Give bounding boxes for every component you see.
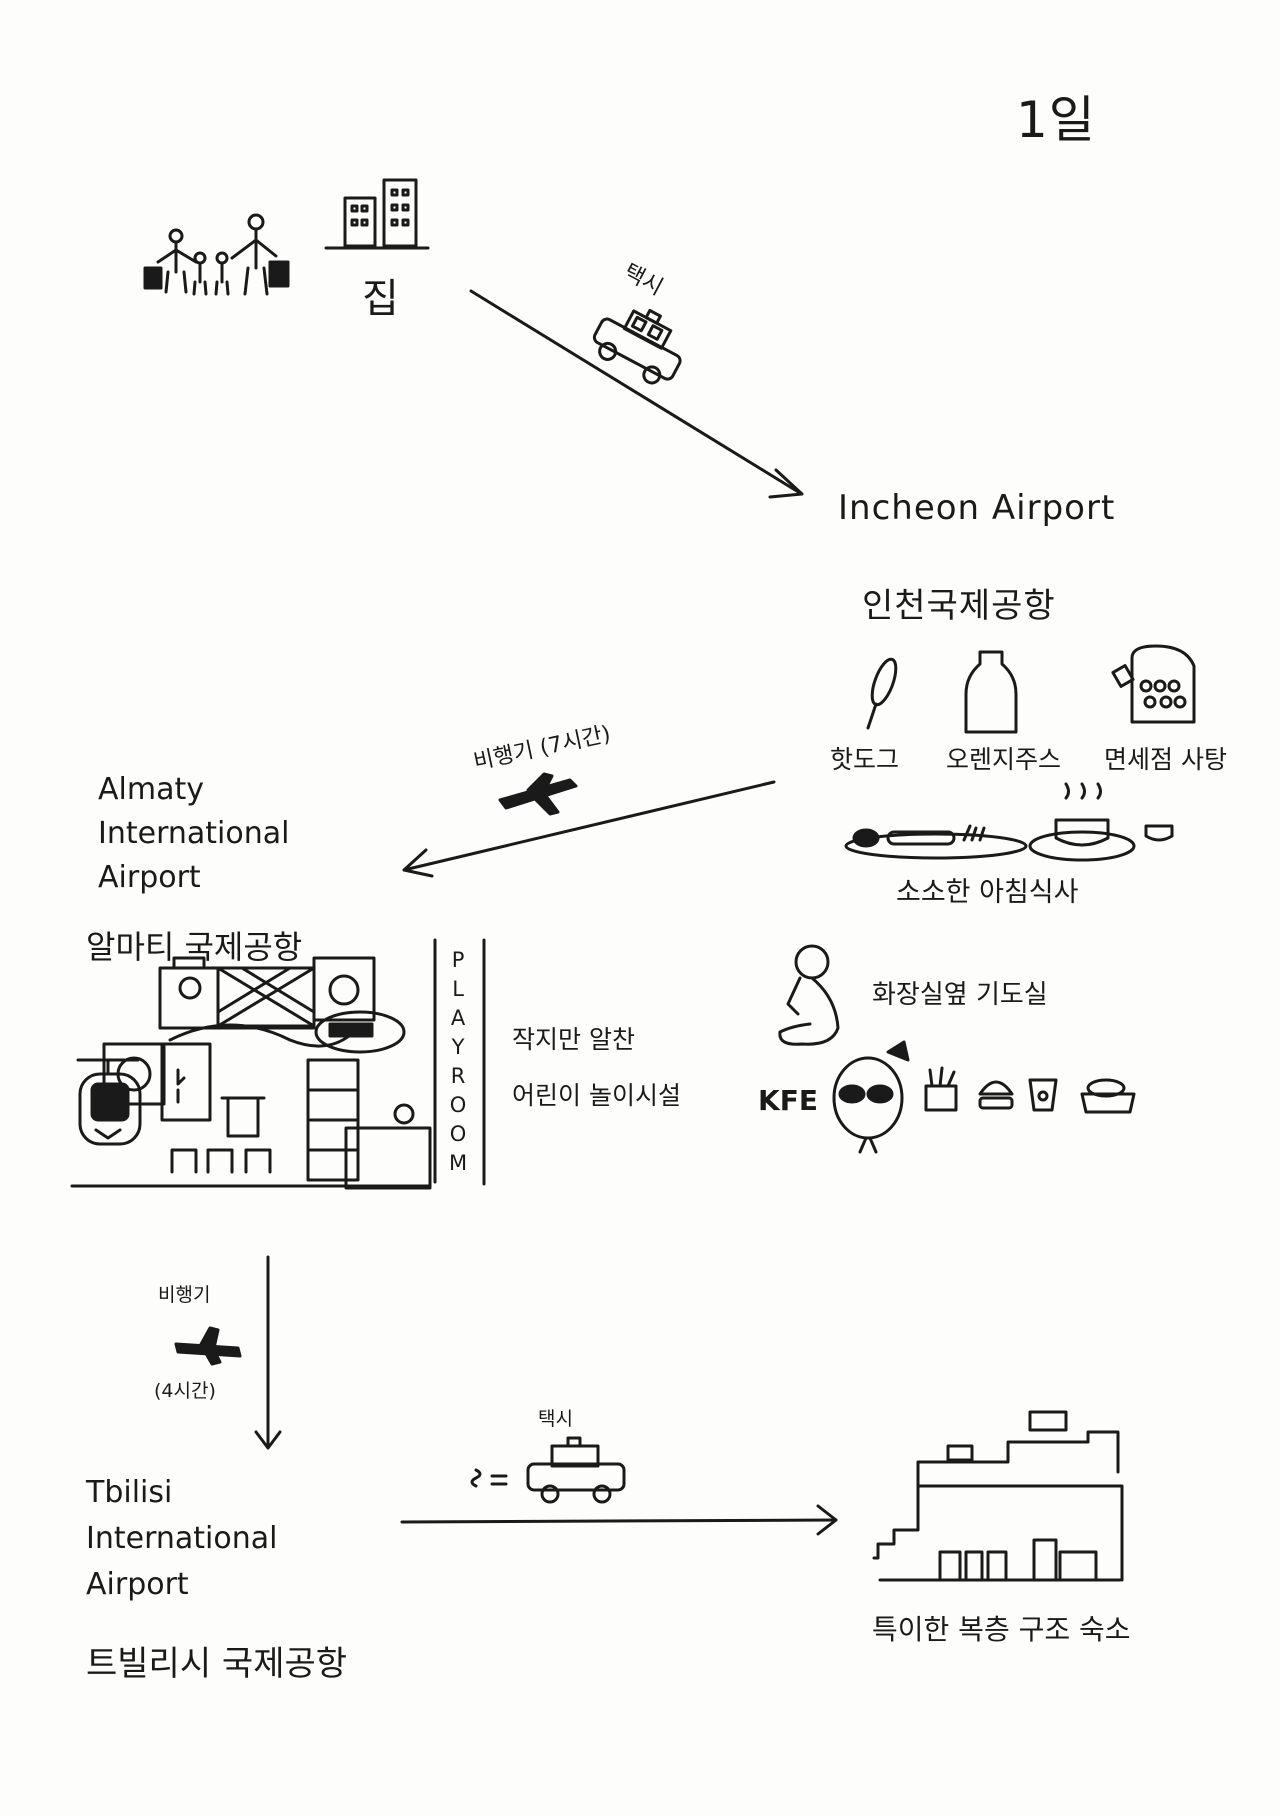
almaty-name-line: Airport xyxy=(98,860,201,895)
drink-cup-icon xyxy=(1028,1078,1058,1112)
tbilisi-name-en: Tbilisi International Airport xyxy=(86,1470,277,1608)
tbilisi-name-line: Airport xyxy=(86,1567,189,1602)
playroom-letter: O xyxy=(449,1122,467,1146)
playroom-letter: P xyxy=(451,948,465,972)
playroom-letter: L xyxy=(452,977,464,1001)
colonel-face-icon xyxy=(832,1040,910,1154)
tbilisi-name-line: Tbilisi xyxy=(86,1475,173,1510)
breakfast-icon xyxy=(844,782,1174,862)
burger-icon xyxy=(978,1080,1014,1110)
arrow-incheon-to-almaty xyxy=(402,780,776,878)
hotdog-icon xyxy=(866,657,898,730)
tbilisi-name-ko: 트빌리시 국제공항 xyxy=(86,1644,348,1684)
leg3-duration: (4시간) xyxy=(154,1380,216,1402)
taxi-icon xyxy=(592,308,682,385)
playroom-desc-line: 어린이 놀이시설 xyxy=(512,1081,681,1110)
playroom-letter: Y xyxy=(451,1035,465,1059)
duplex-lodging-icon xyxy=(872,1410,1124,1582)
incheon-name-en: Incheon Airport xyxy=(838,488,1116,528)
playroom-letter: R xyxy=(450,1064,466,1088)
lodging-label: 특이한 복층 구조 숙소 xyxy=(872,1613,1131,1646)
playroom-sign: P L A Y R O O M xyxy=(449,946,467,1178)
praying-woman-icon xyxy=(778,944,840,1046)
kfe-logo: KFE xyxy=(758,1084,818,1117)
chicken-box-icon xyxy=(1080,1078,1136,1114)
playroom-illustration xyxy=(70,938,486,1190)
playroom-letter: A xyxy=(450,1006,466,1030)
playroom-description: 작지만 알찬 어린이 놀이시설 xyxy=(512,1012,681,1124)
almaty-name-line: International xyxy=(98,816,290,851)
arrow-almaty-to-tbilisi xyxy=(254,1255,282,1450)
family-icon xyxy=(143,213,290,296)
orange-juice-bottle-icon xyxy=(964,650,1018,734)
item-orange-juice: 오렌지주스 xyxy=(946,745,1062,774)
playroom-letter: O xyxy=(449,1093,467,1117)
incheon-name-ko: 인천국제공항 xyxy=(862,586,1056,626)
item-duty-free-candy: 면세점 사탕 xyxy=(1104,745,1227,774)
almaty-name-en: Almaty International Airport xyxy=(98,768,289,900)
breakfast-label: 소소한 아침식사 xyxy=(896,877,1079,908)
leg1-transport: 택시 xyxy=(619,259,667,301)
prayer-room-label: 화장실옆 기도실 xyxy=(872,980,1048,1010)
candy-jar-icon xyxy=(1111,644,1196,724)
buildings-icon xyxy=(324,178,430,250)
item-hotdog: 핫도그 xyxy=(830,745,900,774)
playroom-letter: M xyxy=(449,1151,468,1175)
fries-icon xyxy=(924,1066,958,1112)
almaty-name-ko: 알마티 국제공항 xyxy=(86,928,303,966)
tbilisi-name-line: International xyxy=(86,1521,278,1556)
taxi-icon xyxy=(470,1436,626,1504)
leg4-transport: 택시 xyxy=(538,1408,573,1430)
arrow-tbilisi-to-lodging xyxy=(400,1504,838,1536)
home-label: 집 xyxy=(362,276,399,322)
playroom-desc-line: 작지만 알찬 xyxy=(512,1025,635,1054)
arrow-home-to-incheon xyxy=(469,289,804,499)
leg2-transport: 비행기 (7시간) xyxy=(471,721,613,776)
leg3-transport: 비행기 xyxy=(158,1284,211,1306)
airplane-icon xyxy=(498,772,578,816)
day-label: 1일 xyxy=(1016,91,1096,149)
airplane-icon xyxy=(174,1326,242,1366)
almaty-name-line: Almaty xyxy=(98,772,204,807)
